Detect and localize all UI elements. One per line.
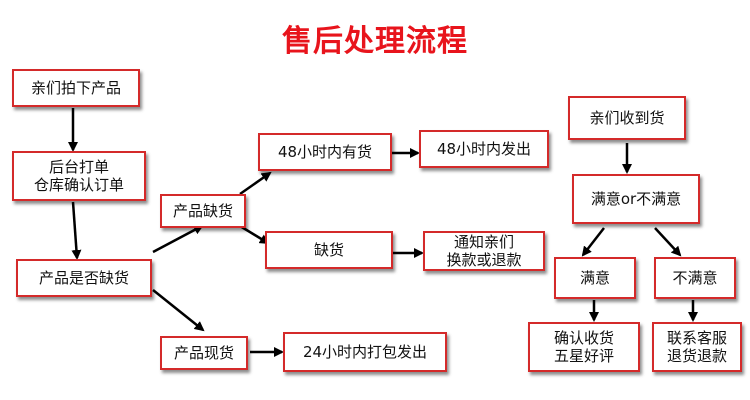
arrow-satisfaction-to-satisfied (581, 227, 605, 257)
node-ship-24h: 24小时内打包发出 (283, 332, 447, 372)
arrow-check-to-instock (152, 289, 205, 332)
node-no-stock: 缺货 (265, 231, 393, 269)
node-confirm-review: 确认收货 五星好评 (528, 322, 640, 372)
node-received: 亲们收到货 (568, 96, 686, 140)
arrow-outofstock-to-nostock (239, 224, 270, 245)
node-not-satisfied: 不满意 (654, 257, 736, 299)
arrow-outofstock-to-48h (239, 171, 272, 196)
arrow-check-to-outofstock (152, 224, 204, 254)
node-in-stock: 产品现货 (160, 336, 248, 370)
node-check-stock: 产品是否缺货 (16, 259, 152, 297)
node-restock-48h: 48小时内有货 (258, 133, 392, 171)
node-ship-48h: 48小时内发出 (419, 130, 549, 168)
node-backend-order: 后台打单 仓库确认订单 (12, 151, 146, 201)
node-satisfied: 满意 (554, 257, 636, 299)
arrow-satisfaction-to-notsatisfied (654, 227, 682, 257)
page-title: 售后处理流程 (282, 24, 468, 59)
node-order-placed: 亲们拍下产品 (12, 69, 140, 107)
node-out-of-stock: 产品缺货 (160, 194, 246, 228)
node-satisfied-or-not: 满意or不满意 (572, 174, 700, 224)
node-notify: 通知亲们 换款或退款 (423, 231, 545, 271)
arrow-backend-to-check (71, 201, 82, 260)
node-contact-service: 联系客服 退货退款 (652, 322, 742, 372)
